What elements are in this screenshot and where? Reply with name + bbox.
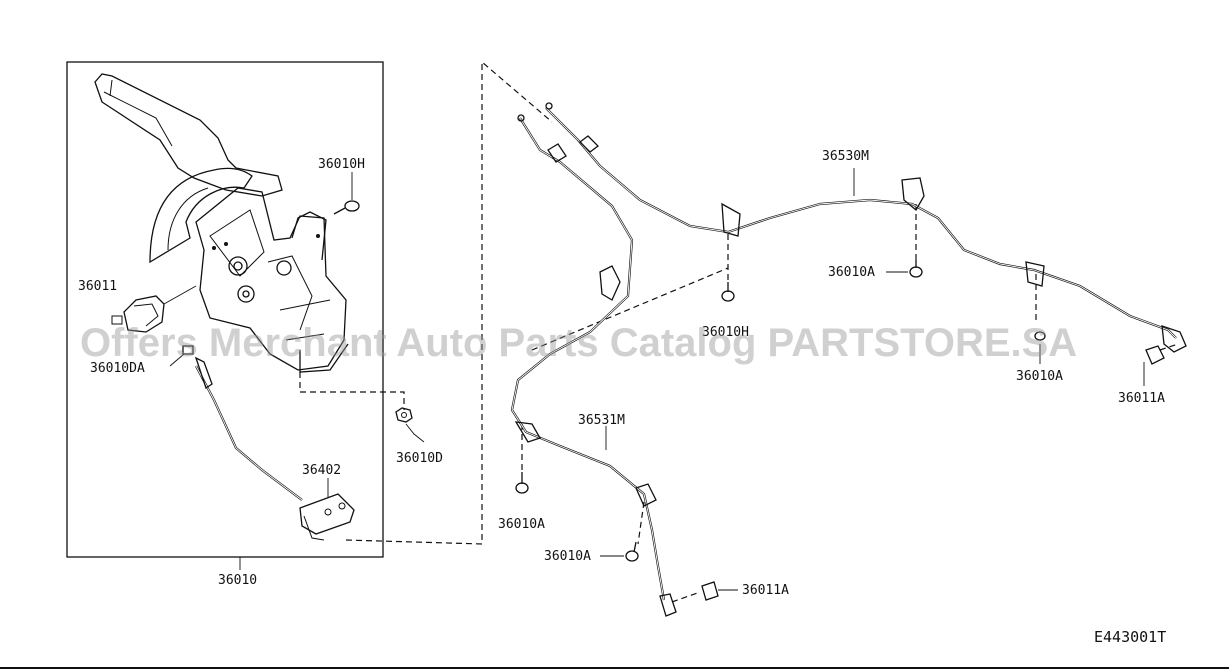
assembly-frame: [66, 61, 384, 558]
callout-36531M: 36531M: [578, 413, 625, 428]
figure-code: E443001T: [1094, 628, 1166, 646]
callout-36402: 36402: [302, 463, 341, 478]
bolt-36010A-2[interactable]: [1034, 331, 1046, 364]
callout-36010: 36010: [218, 573, 257, 588]
dashed-link-cables: [531, 267, 729, 351]
dashed-link-equalizer-cables: [345, 60, 553, 545]
bolt-36010A-3[interactable]: [515, 472, 529, 494]
callout-36011A-1: 36011A: [1118, 391, 1165, 406]
bolt-36010A-1[interactable]: [886, 260, 923, 278]
dashed-link-bolt-11a2: [671, 591, 701, 603]
nut-36010D[interactable]: [395, 407, 425, 443]
bolt-36010H[interactable]: [333, 172, 360, 215]
switch-36011[interactable]: [111, 285, 197, 333]
dashed-link-flange-nut: [299, 372, 405, 410]
bolt-36010H-2[interactable]: [721, 282, 735, 302]
front-cable-rod[interactable]: [194, 356, 303, 501]
callout-36010A-2: 36010A: [1016, 369, 1063, 384]
equalizer-36402[interactable]: [299, 478, 355, 541]
callout-36010H-2: 36010H: [702, 325, 749, 340]
callout-36010D: 36010D: [396, 451, 443, 466]
callout-36530M: 36530M: [822, 149, 869, 164]
bolt-36011A-1[interactable]: [1143, 345, 1165, 386]
callout-36010A-3: 36010A: [498, 517, 545, 532]
dashed-link-bolt-11a1: [1159, 343, 1179, 351]
watermark: Offers Merchant Auto Parts Catalog PARTS…: [80, 321, 1077, 365]
dashed-link-bolt-a4: [637, 501, 645, 545]
clip-36010DA[interactable]: [169, 345, 194, 367]
callout-36010A-1: 36010A: [828, 265, 875, 280]
callout-36010DA: 36010DA: [90, 361, 145, 376]
bolt-36010A-4[interactable]: [600, 541, 639, 562]
callout-36010A-4: 36010A: [544, 549, 591, 564]
rear-cable-right-36530M[interactable]: [545, 102, 1187, 353]
callout-36010H: 36010H: [318, 157, 365, 172]
parking-brake-lever[interactable]: [94, 73, 349, 373]
callout-36011A-2: 36011A: [742, 583, 789, 598]
callout-36011: 36011: [78, 279, 117, 294]
rear-cable-left-36531M[interactable]: [510, 114, 677, 617]
bolt-36011A-2[interactable]: [701, 581, 738, 601]
